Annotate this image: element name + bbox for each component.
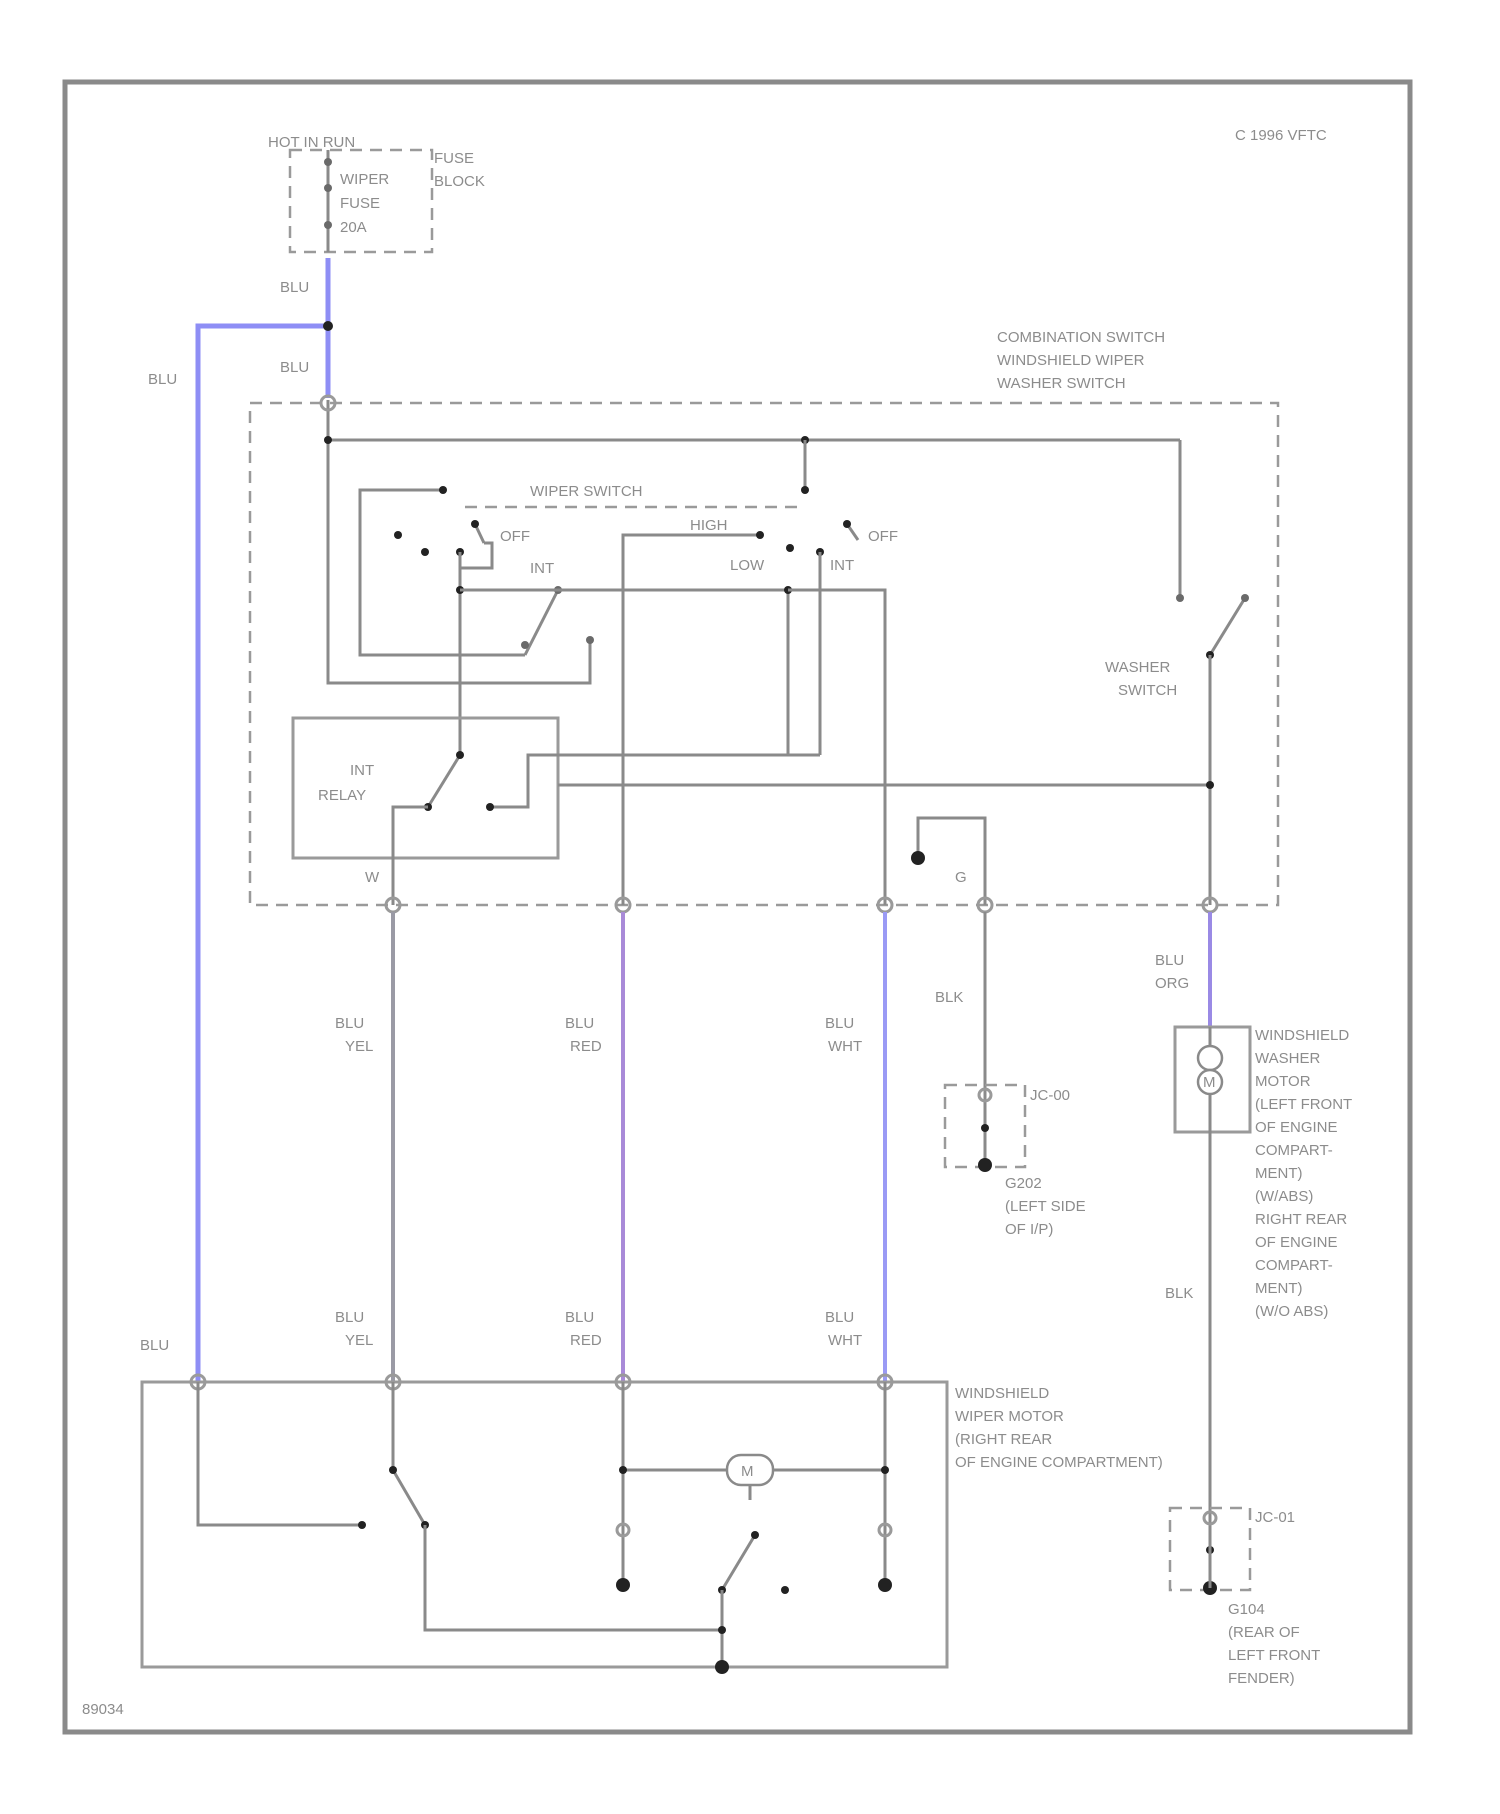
- washer-motor-label-0: WINDSHIELD: [1255, 1027, 1349, 1044]
- pin-g-label: G: [955, 869, 967, 886]
- washer-switch-label-1: WASHER: [1105, 659, 1170, 676]
- g202-label-1: G202: [1005, 1175, 1042, 1192]
- wiper-motor-label-4: OF ENGINE COMPARTMENT): [955, 1454, 1163, 1471]
- blu-label-mid: BLU: [280, 359, 309, 376]
- blu-wht-label-2a: BLU: [825, 1309, 854, 1326]
- washer-motor-label-5: COMPART-: [1255, 1142, 1333, 1159]
- g202-connector: JC-00: [1030, 1087, 1070, 1104]
- fuse-label-2: FUSE: [340, 195, 380, 212]
- int-relay-label-1: INT: [350, 762, 374, 779]
- combination-switch-title-2: WINDSHIELD WIPER: [997, 352, 1145, 369]
- blu-red-label-2b: RED: [570, 1332, 602, 1349]
- wiper-motor-symbol: M: [741, 1463, 754, 1480]
- blu-label-bottom: BLU: [140, 1337, 169, 1354]
- combination-switch: COMBINATION SWITCH WINDSHIELD WIPER WASH…: [250, 329, 1278, 912]
- fuse-block: HOT IN RUN WIPER FUSE 20A FUSE BLOCK: [268, 134, 485, 252]
- fuse-block-label-1: FUSE: [434, 150, 474, 167]
- ground-g104: JC-01 G104 (REAR OF LEFT FRONT FENDER): [1170, 1508, 1320, 1687]
- blu-wht-label-1a: BLU: [825, 1015, 854, 1032]
- switch-int-label-right: INT: [830, 557, 854, 574]
- g104-connector: JC-01: [1255, 1509, 1295, 1526]
- washer-motor-label-1: WASHER: [1255, 1050, 1320, 1067]
- washer-motor-label-4: OF ENGINE: [1255, 1119, 1338, 1136]
- washer-motor-label-6: MENT): [1255, 1165, 1303, 1182]
- g104-label-4: FENDER): [1228, 1670, 1295, 1687]
- wiper-motor-label-2: WIPER MOTOR: [955, 1408, 1064, 1425]
- switch-off-right: OFF: [868, 528, 898, 545]
- blu-wht-label-1b: WHT: [828, 1038, 862, 1055]
- g104-label-3: LEFT FRONT: [1228, 1647, 1320, 1664]
- washer-motor-label-11: MENT): [1255, 1280, 1303, 1297]
- g104-label-2: (REAR OF: [1228, 1624, 1300, 1641]
- blu-label-left: BLU: [148, 371, 177, 388]
- blu-org-label-a: BLU: [1155, 952, 1184, 969]
- blk-label-washer: BLK: [1165, 1285, 1193, 1302]
- combination-switch-title-1: COMBINATION SWITCH: [997, 329, 1165, 346]
- g202-label-2: (LEFT SIDE: [1005, 1198, 1086, 1215]
- fuse-hot-label: HOT IN RUN: [268, 134, 355, 151]
- fuse-label-1: WIPER: [340, 171, 389, 188]
- switch-int-label: INT: [530, 560, 554, 577]
- washer-motor-label-10: COMPART-: [1255, 1257, 1333, 1274]
- blu-feed-wire: BLU BLU BLU: [148, 258, 333, 1382]
- blu-red-label-1b: RED: [570, 1038, 602, 1055]
- washer-motor-label-9: OF ENGINE: [1255, 1234, 1338, 1251]
- diagram-id: 89034: [82, 1701, 124, 1718]
- washer-switch-label-2: SWITCH: [1118, 682, 1177, 699]
- g104-label-1: G104: [1228, 1601, 1265, 1618]
- wiper-switch-label: WIPER SWITCH: [530, 483, 643, 500]
- copyright-text: C 1996 VFTC: [1235, 127, 1327, 144]
- blu-yel-label-2b: YEL: [345, 1332, 373, 1349]
- fuse-label-3: 20A: [340, 219, 367, 236]
- fuse-block-label-2: BLOCK: [434, 173, 485, 190]
- blu-yel-label-1b: YEL: [345, 1038, 373, 1055]
- blu-yel-label-2a: BLU: [335, 1309, 364, 1326]
- combination-switch-title-3: WASHER SWITCH: [997, 375, 1126, 392]
- wiper-harness: BLU YEL BLU RED BLU WHT BLU YEL BLU RED …: [140, 912, 885, 1382]
- washer-motor-label-2: MOTOR: [1255, 1073, 1311, 1090]
- pin-w-label: W: [365, 869, 380, 886]
- blu-wht-label-2b: WHT: [828, 1332, 862, 1349]
- blu-label-top: BLU: [280, 279, 309, 296]
- washer-motor: BLU ORG M BLK WINDSHIELD WASHER MOTOR (L…: [1155, 912, 1352, 1535]
- ground-g202: BLK JC-00 G202 (LEFT SIDE OF I/P): [935, 912, 1086, 1238]
- switch-high-label: HIGH: [690, 517, 728, 534]
- washer-motor-label-8: RIGHT REAR: [1255, 1211, 1347, 1228]
- blu-red-label-2a: BLU: [565, 1309, 594, 1326]
- washer-motor-symbol: M: [1203, 1074, 1216, 1091]
- washer-motor-label-12: (W/O ABS): [1255, 1303, 1328, 1320]
- int-relay-label-2: RELAY: [318, 787, 366, 804]
- blk-label-g202: BLK: [935, 989, 963, 1006]
- wiper-motor: WINDSHIELD WIPER MOTOR (RIGHT REAR OF EN…: [142, 1375, 1163, 1674]
- washer-motor-labels: WINDSHIELD WASHER MOTOR (LEFT FRONT OF E…: [1255, 1027, 1352, 1320]
- blu-org-label-b: ORG: [1155, 975, 1189, 992]
- blu-yel-label-1a: BLU: [335, 1015, 364, 1032]
- blu-red-label-1a: BLU: [565, 1015, 594, 1032]
- g202-label-3: OF I/P): [1005, 1221, 1053, 1238]
- switch-off-left: OFF: [500, 528, 530, 545]
- washer-motor-label-3: (LEFT FRONT: [1255, 1096, 1352, 1113]
- wiper-motor-label-1: WINDSHIELD: [955, 1385, 1049, 1402]
- washer-motor-label-7: (W/ABS): [1255, 1188, 1313, 1205]
- switch-low-label: LOW: [730, 557, 765, 574]
- wiper-motor-label-3: (RIGHT REAR: [955, 1431, 1052, 1448]
